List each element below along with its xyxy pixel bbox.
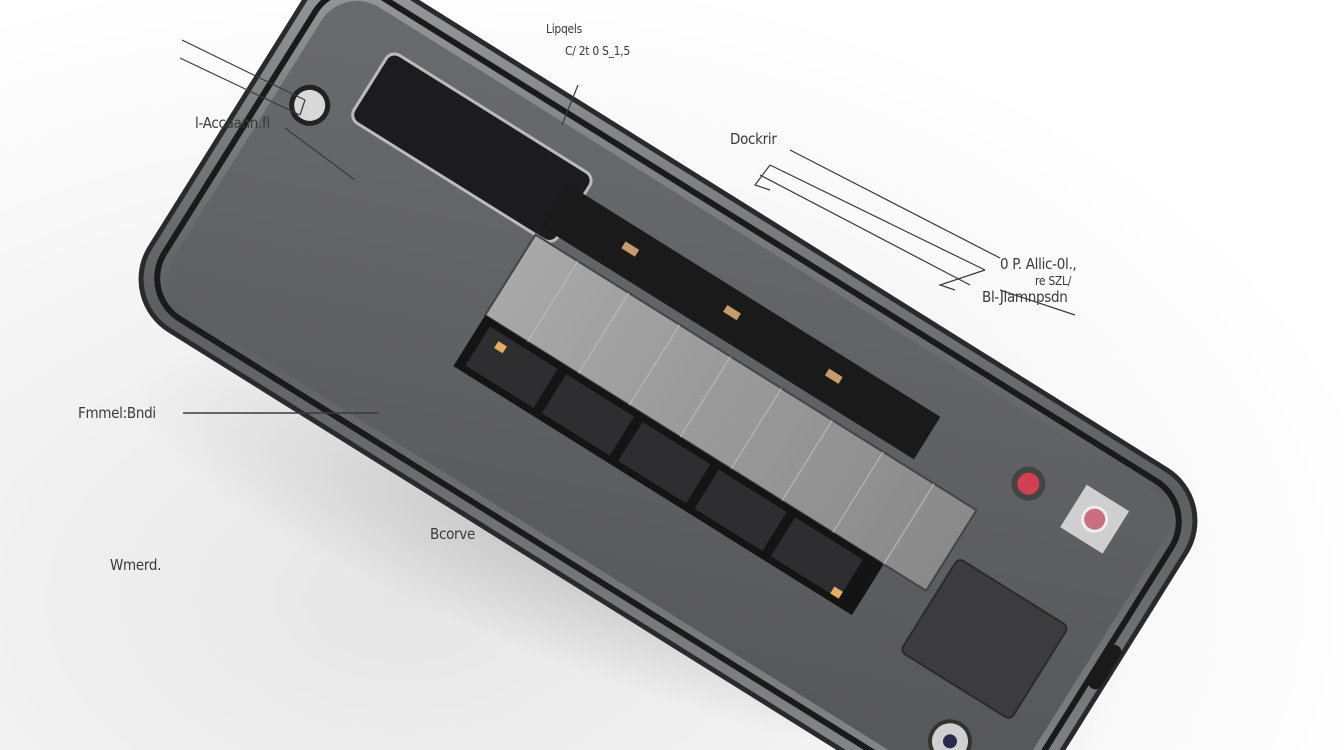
charging-port <box>1088 644 1122 690</box>
label-upper-right: Dockrir <box>730 130 777 148</box>
leader-lines <box>179 39 1076 414</box>
label-top-left: l-Accaann.fl <box>195 114 270 132</box>
phone-frame <box>138 0 1198 750</box>
label-top-center-title: Lipqels <box>546 22 582 36</box>
label-left-lower: Wmerd. <box>110 556 162 574</box>
label-left-middle: Fmmel:Bndi <box>78 404 156 422</box>
red-sensor <box>1011 466 1046 501</box>
label-center-lower: Bcorve <box>430 525 475 543</box>
label-right-line2: re SZL/ <box>1035 274 1072 288</box>
label-right-line1: 0 P. Allic-0l., <box>1000 255 1077 273</box>
long-module <box>540 183 941 460</box>
label-top-center-sub: C/ 2t 0 S_1,5 <box>565 44 630 58</box>
label-right-line3: Bl-Jlamnpsdn <box>982 288 1068 306</box>
bottom-module <box>901 559 1068 719</box>
